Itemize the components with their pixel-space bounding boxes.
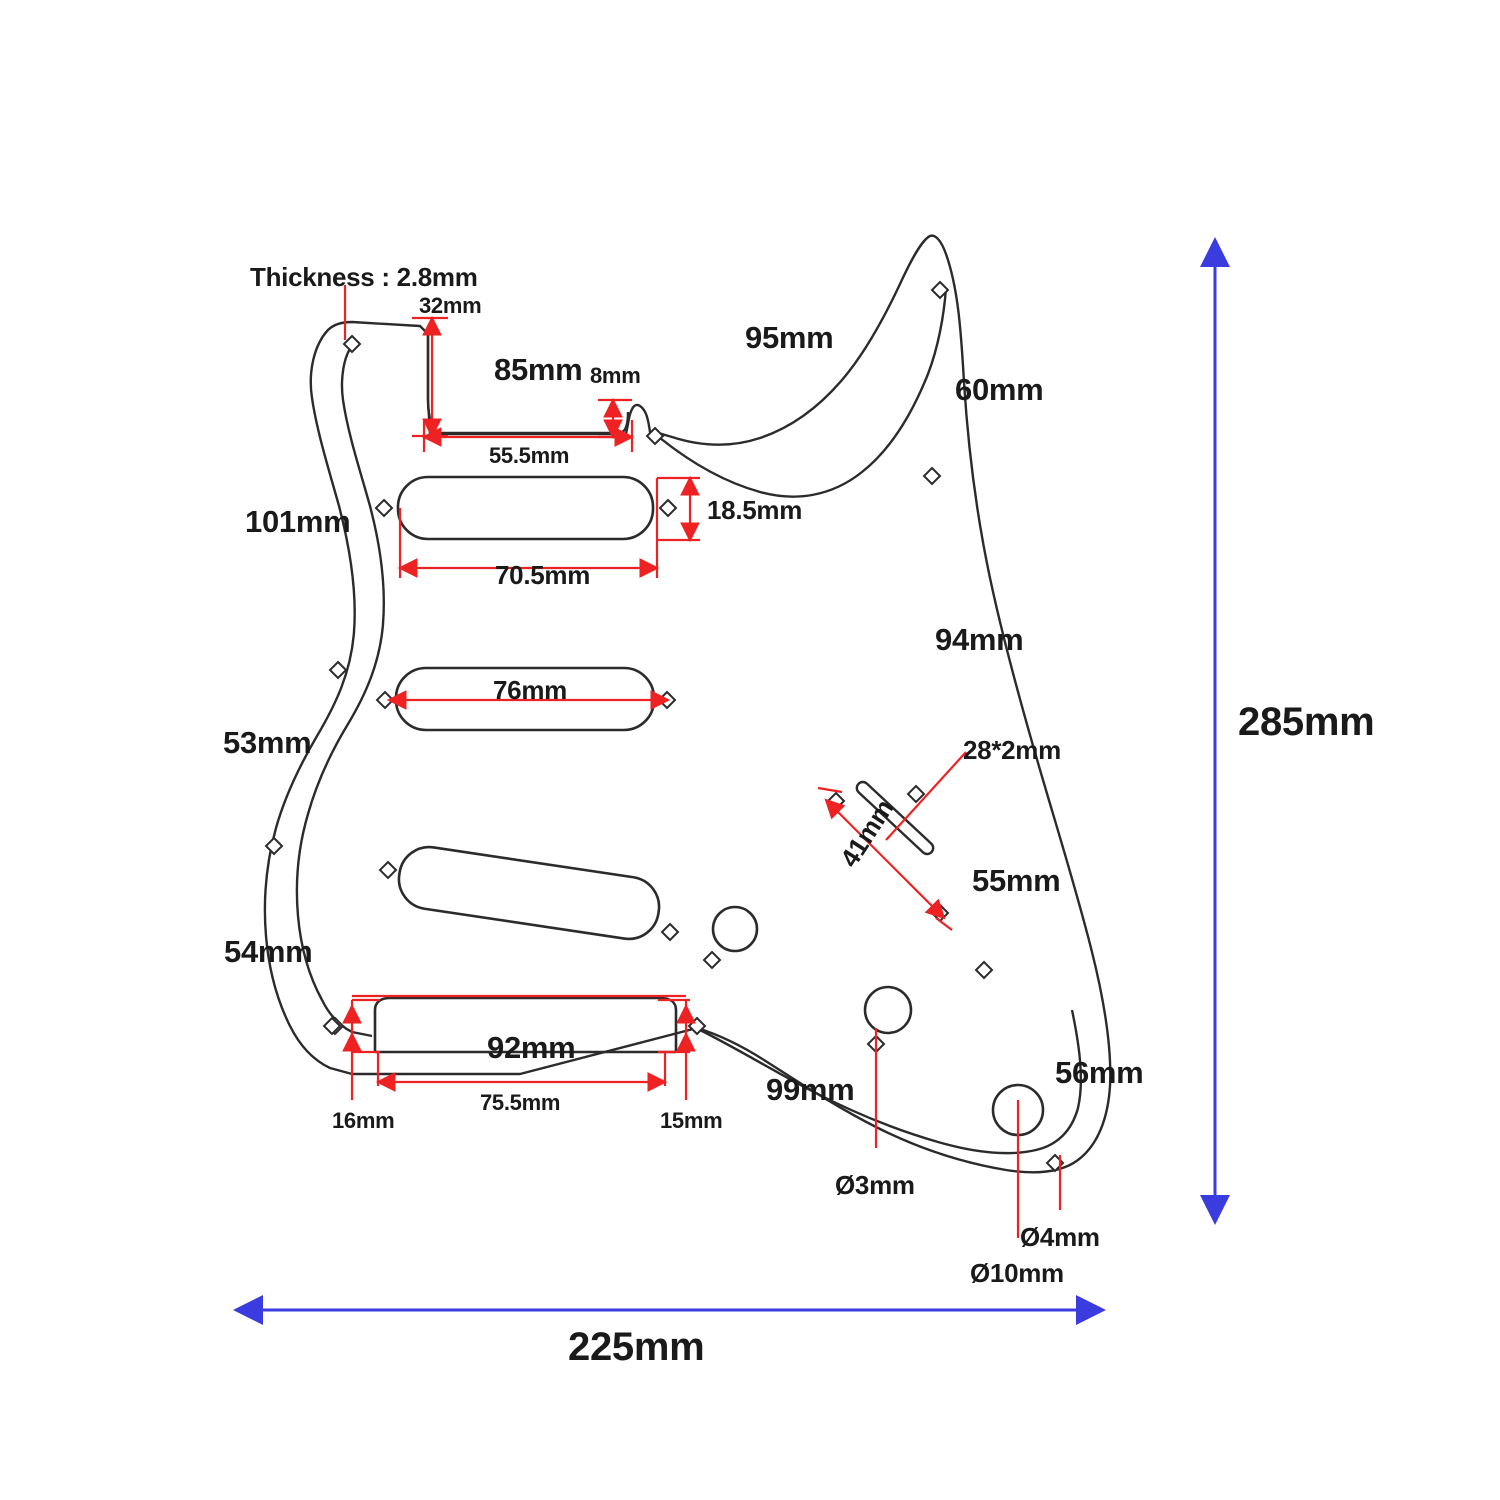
dimension-label-right-low-edge: 55mm	[972, 863, 1061, 898]
screw-hole-horn	[930, 280, 950, 300]
dimension-label-overall-width: 225mm	[568, 1325, 705, 1369]
dimension-label-overall-height: 285mm	[1238, 700, 1375, 744]
dimension-label-upper-horn-run: 95mm	[745, 320, 834, 355]
control-plate-slot	[373, 996, 678, 1054]
screw-hole-neck-right	[645, 426, 665, 446]
dimension-label-bottom-edge-run: 99mm	[766, 1072, 855, 1107]
screw-hole-right-lower	[974, 960, 994, 980]
pot-hole-upper	[711, 905, 759, 953]
dimension-label-pot-hole-10mm: Ø10mm	[970, 1258, 1064, 1288]
dimension-label-control-width: 92mm	[487, 1030, 576, 1065]
dimension-label-jack-slot-size: 28*2mm	[963, 735, 1061, 765]
overall-dimension-arrows	[233, 237, 1230, 1325]
dimension-label-control-right-ht: 15mm	[660, 1108, 723, 1133]
dimension-label-neck-pocket-wid: 55.5mm	[489, 443, 570, 468]
dimension-label-right-long-edge: 94mm	[935, 622, 1024, 657]
screw-hole-right-upper	[922, 466, 942, 486]
dimension-label-neck-top-width: 85mm	[494, 352, 583, 387]
dimension-label-neck-notch-depth: 32mm	[419, 293, 482, 318]
pickup-slot-bridge	[397, 845, 661, 941]
dimension-label-pickup2-width: 76mm	[493, 675, 567, 705]
screw-hole-center-upper	[702, 950, 722, 970]
dimension-label-control-inner: 75.5mm	[480, 1090, 561, 1115]
pickup-slot-neck	[396, 475, 655, 541]
dimension-label-left-top-edge: 101mm	[245, 504, 351, 539]
pot-holes	[711, 905, 1045, 1137]
pickup-slot-neck-screw-holes	[374, 498, 678, 518]
dimension-label-right-top-edge: 60mm	[955, 372, 1044, 407]
dimension-label-left-mid-edge: 53mm	[223, 725, 312, 760]
red-dimension-lines	[342, 285, 1062, 1238]
pot-hole-middle	[863, 985, 913, 1035]
dimension-label-thickness: Thickness : 2.8mm	[250, 262, 478, 292]
dimension-label-screw-hole-4mm: Ø4mm	[1020, 1222, 1100, 1252]
dimension-label-pickup1-height: 18.5mm	[707, 495, 803, 525]
dimension-label-neck-step: 8mm	[590, 363, 641, 388]
dimension-label-pickup1-width: 70.5mm	[495, 560, 591, 590]
pickup-slot-bridge-screw-holes	[378, 860, 680, 942]
screw-hole-left-lower	[322, 1016, 342, 1036]
dimension-label-right-tail-edge: 56mm	[1055, 1055, 1144, 1090]
screw-hole-top-left	[342, 334, 362, 354]
pickguard-outline	[263, 234, 1112, 1174]
dimension-label-left-low-edge: 54mm	[224, 934, 313, 969]
dimension-label-control-left-ht: 16mm	[332, 1108, 395, 1133]
dimension-label-screw-hole-3mm: Ø3mm	[835, 1170, 915, 1200]
screw-hole-left-upper	[328, 660, 348, 680]
leader-28x2mm	[885, 751, 967, 841]
screw-hole-left-mid	[264, 836, 284, 856]
dim-41mm	[824, 798, 946, 920]
